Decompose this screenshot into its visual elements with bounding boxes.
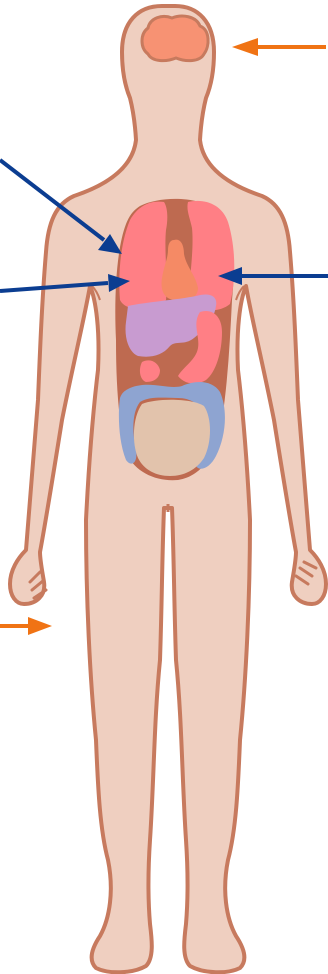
torso-organs (115, 199, 234, 480)
body-outline (10, 6, 326, 972)
skin-arrow (0, 617, 52, 635)
brain (142, 16, 208, 61)
small-intestine (134, 400, 210, 476)
brain-arrow (232, 38, 326, 56)
body-silhouette (10, 6, 326, 972)
brain-shape (142, 16, 208, 61)
